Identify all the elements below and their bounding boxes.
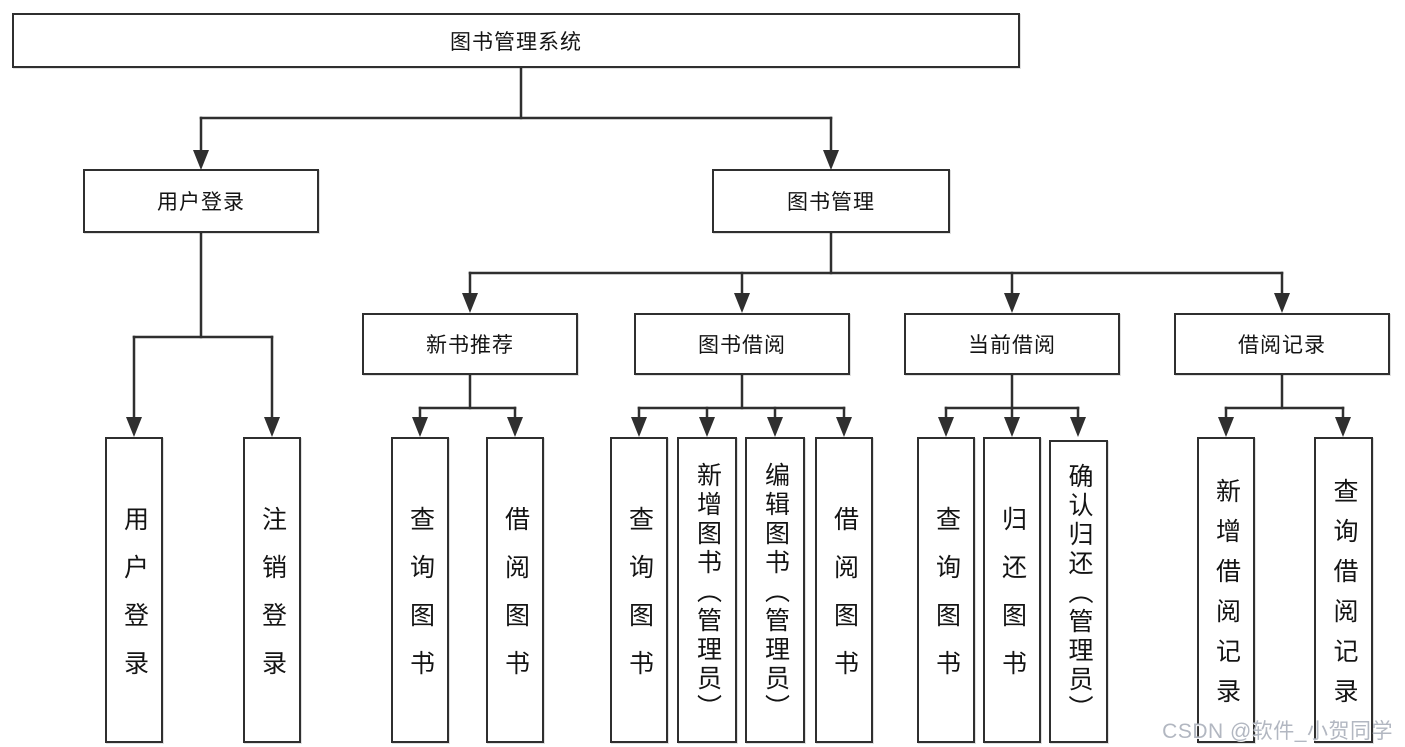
node-borrow-records: 借阅记录 xyxy=(1174,313,1390,375)
leaf-logout: 注销登录 xyxy=(243,437,301,743)
leaf-query-books-3: 查询图书 xyxy=(917,437,975,743)
node-root: 图书管理系统 xyxy=(12,13,1020,68)
leaf-query-borrow-record-label: 查询借阅记录 xyxy=(1330,477,1358,718)
leaf-add-borrow-record: 新增借阅记录 xyxy=(1197,437,1255,743)
leaf-add-book-admin-label: 新增图书（管理员） xyxy=(693,461,722,723)
leaf-return-books: 归还图书 xyxy=(983,437,1041,743)
leaf-logout-label: 注销登录 xyxy=(258,505,287,698)
leaf-query-borrow-record: 查询借阅记录 xyxy=(1314,437,1373,743)
leaf-borrow-books-2: 借阅图书 xyxy=(815,437,873,743)
leaf-borrow-books-1: 借阅图书 xyxy=(486,437,544,743)
leaf-borrow-books-2-label: 借阅图书 xyxy=(830,505,859,698)
leaf-query-books-2: 查询图书 xyxy=(610,437,668,743)
node-new-book-recommend: 新书推荐 xyxy=(362,313,578,375)
node-book-management: 图书管理 xyxy=(712,169,950,233)
leaf-query-books-1: 查询图书 xyxy=(391,437,449,743)
leaf-confirm-return-admin-label: 确认归还（管理员） xyxy=(1065,463,1093,724)
node-book-borrow: 图书借阅 xyxy=(634,313,850,375)
leaf-user-login: 用户登录 xyxy=(105,437,163,743)
leaf-query-books-1-label: 查询图书 xyxy=(406,505,435,698)
node-current-borrow: 当前借阅 xyxy=(904,313,1120,375)
leaf-user-login-label: 用户登录 xyxy=(120,505,149,698)
node-user-login: 用户登录 xyxy=(83,169,319,233)
leaf-add-borrow-record-label: 新增借阅记录 xyxy=(1212,477,1241,718)
leaf-edit-book-admin: 编辑图书（管理员） xyxy=(745,437,805,743)
leaf-confirm-return-admin: 确认归还（管理员） xyxy=(1049,440,1108,743)
leaf-query-books-3-label: 查询图书 xyxy=(932,505,961,698)
leaf-return-books-label: 归还图书 xyxy=(998,505,1027,698)
csdn-watermark: CSDN @软件_小贺同学 xyxy=(1162,720,1393,743)
leaf-edit-book-admin-label: 编辑图书（管理员） xyxy=(761,461,790,723)
leaf-borrow-books-1-label: 借阅图书 xyxy=(501,505,530,698)
leaf-add-book-admin: 新增图书（管理员） xyxy=(677,437,737,743)
leaf-query-books-2-label: 查询图书 xyxy=(625,505,654,698)
